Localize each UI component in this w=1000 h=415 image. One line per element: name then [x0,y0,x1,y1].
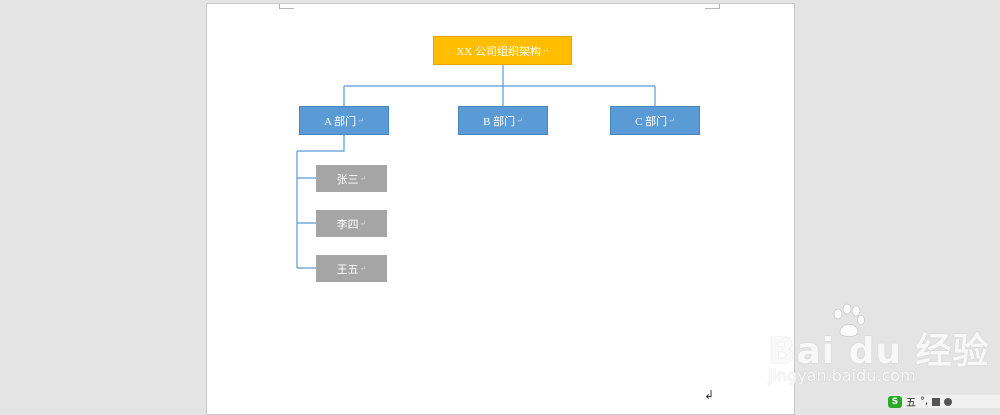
member-label: 李四 [336,218,359,231]
margin-corner-mark [705,4,720,9]
paragraph-mark-icon: ↵ [359,174,367,183]
paragraph-mark-icon: ↵ [359,219,367,228]
department-node-a[interactable]: A 部门↵ [299,106,389,135]
ime-mode-label[interactable]: 五 [906,398,916,409]
department-label: A 部门 [324,115,357,128]
sogou-ime-icon[interactable]: S [888,395,902,408]
department-node-b[interactable]: B 部门↵ [458,106,548,135]
margin-corner-mark [279,4,294,9]
paragraph-mark-icon: ↵ [541,46,549,55]
paragraph-mark-icon: ↵ [357,116,364,125]
paragraph-mark-icon: ↵ [668,116,675,125]
member-label: 王五 [336,263,359,276]
punctuation-icon[interactable]: °, [920,396,929,407]
org-root-label: XX 公司组织架构 [456,45,541,58]
member-node-3[interactable]: 王五↵ [316,255,387,282]
ime-toolbar[interactable]: S 五 °, [888,395,1000,409]
baidu-paw-icon [833,303,865,337]
connector-dept-a-down [297,135,345,152]
member-node-1[interactable]: 张三↵ [316,165,387,192]
keyboard-icon[interactable] [932,397,941,406]
department-node-c[interactable]: C 部门↵ [610,106,700,135]
paragraph-mark-icon: ↵ [359,264,367,273]
department-label: B 部门 [483,115,516,128]
paragraph-mark-icon: ↲ [704,388,715,402]
department-label: C 部门 [635,115,668,128]
org-root-node[interactable]: XX 公司组织架构↵ [433,36,572,65]
user-icon[interactable] [944,397,953,406]
watermark-brand: Bai du 经验 [768,331,990,372]
watermark-url: jingyan.baidu.com [768,366,916,385]
paragraph-mark-icon: ↵ [516,116,523,125]
document-page [206,3,795,415]
member-node-2[interactable]: 李四↵ [316,210,387,237]
baidu-jingyan-watermark: Bai du 经验 jingyan.baidu.com [768,300,993,390]
member-label: 张三 [336,173,359,186]
